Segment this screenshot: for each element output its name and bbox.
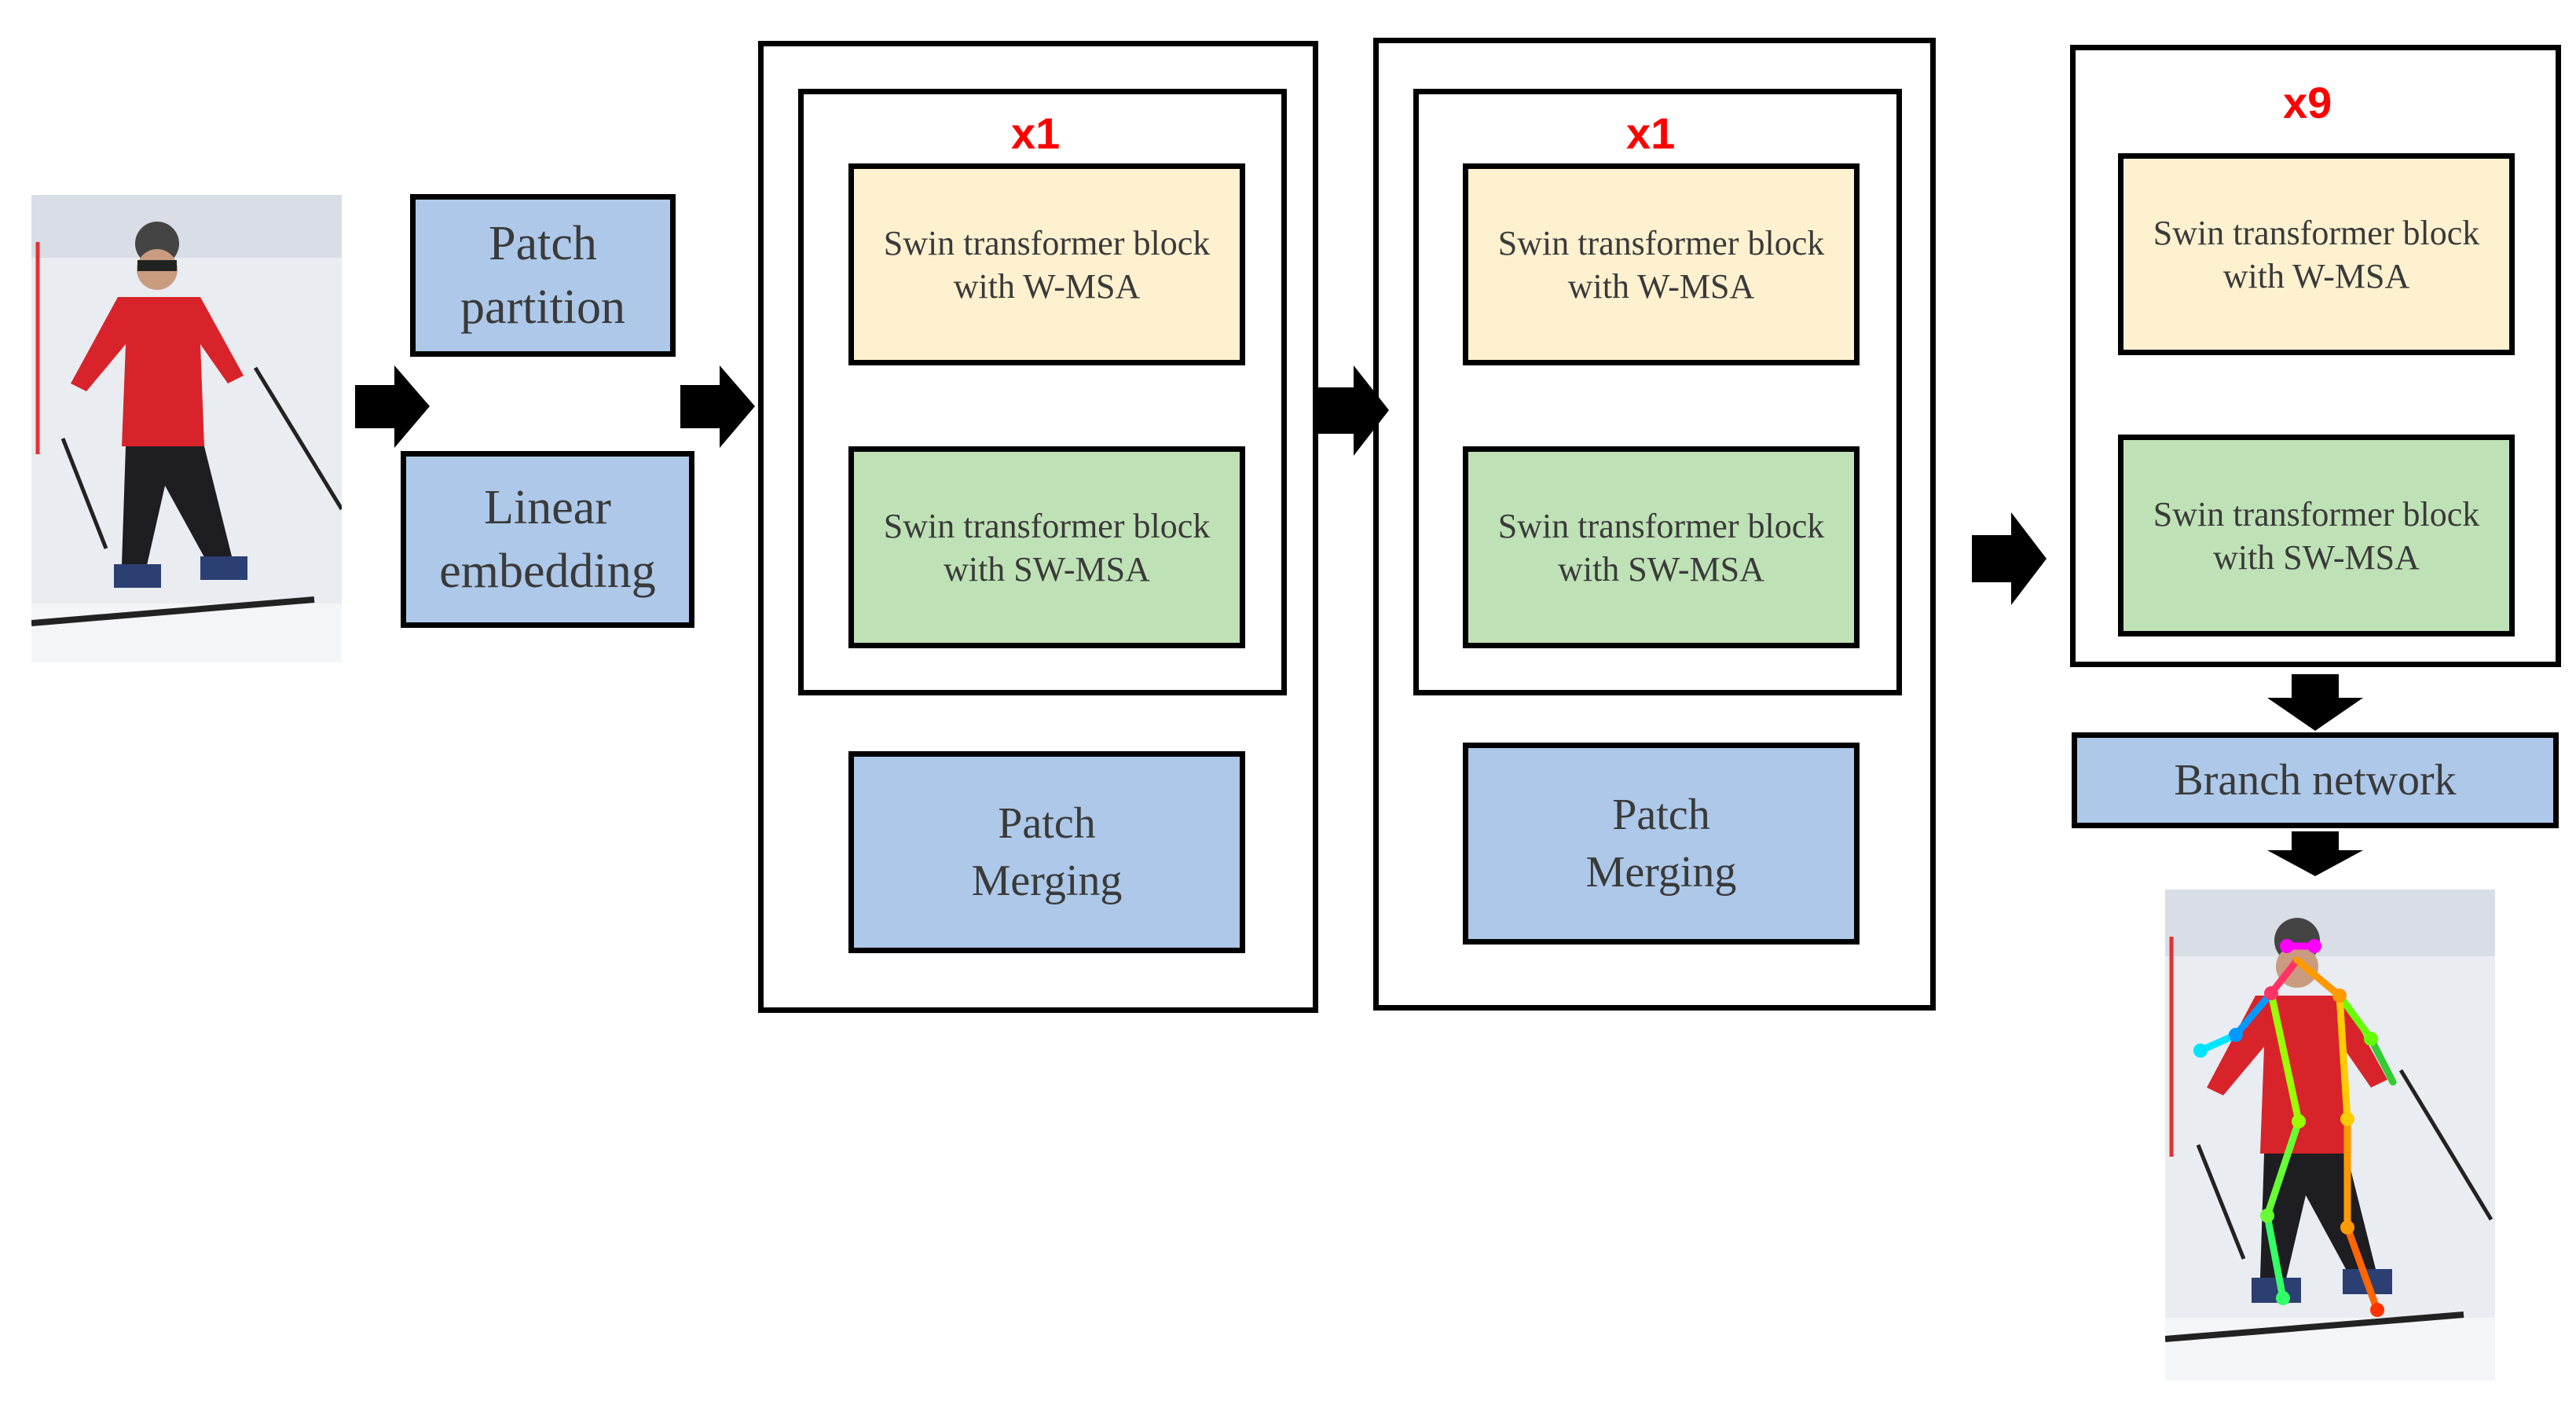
stage-3-repeat-group [2070,45,2561,667]
arrow-down-icon [2267,674,2363,731]
stage-1-wmsa-block: Swin transformer block with W-MSA [848,163,1245,365]
output-pose-image [2165,890,2495,1381]
linear-embedding-label: Linear embedding [439,480,656,598]
stage-2-wmsa-block: Swin transformer block with W-MSA [1463,163,1860,365]
stage-2-repeat-group [1413,89,1902,695]
stage-2-patch-merging-label: Patch Merging [1585,790,1737,897]
arrow-right-icon [355,365,430,448]
stage-2-swmsa-label: Swin transformer block with SW-MSA [1497,506,1825,589]
stage-2-frame [1373,38,1936,1011]
stage-3-wmsa-block: Swin transformer block with W-MSA [2118,153,2515,355]
stage-1-repeat-count: x1 [1011,108,1061,158]
patch-partition-block: Patch partition [410,194,676,357]
stage-1-swmsa-label: Swin transformer block with SW-MSA [883,506,1211,589]
stage-1-patch-merging-block: Patch Merging [848,751,1245,953]
arrow-right-icon [1314,365,1389,456]
stage-3-wmsa-label: Swin transformer block with W-MSA [2153,213,2480,295]
stage-3-swmsa-block: Swin transformer block with SW-MSA [2118,435,2515,636]
arrow-down-icon [2267,831,2363,876]
stage-2-patch-merging-block: Patch Merging [1463,743,1860,945]
stage-2-wmsa-label: Swin transformer block with W-MSA [1497,223,1825,306]
stage-2-swmsa-block: Swin transformer block with SW-MSA [1463,446,1860,648]
branch-network-label: Branch network [2174,755,2457,805]
stage-3-repeat-count: x9 [2283,78,2332,127]
arrow-right-icon [680,365,755,448]
stage-1-patch-merging-label: Patch Merging [971,798,1123,905]
arrow-right-icon [1972,512,2047,605]
stage-1-frame [758,41,1318,1013]
stage-2-repeat-count: x1 [1626,108,1676,158]
stage-1-swmsa-block: Swin transformer block with SW-MSA [848,446,1245,648]
stage-1-repeat-group [798,89,1287,695]
branch-network-block: Branch network [2072,732,2559,828]
patch-partition-label: Patch partition [460,216,626,334]
input-skier-image [31,195,342,662]
stage-1-wmsa-label: Swin transformer block with W-MSA [883,223,1211,306]
stage-3-swmsa-label: Swin transformer block with SW-MSA [2153,494,2480,577]
linear-embedding-block: Linear embedding [401,451,694,628]
